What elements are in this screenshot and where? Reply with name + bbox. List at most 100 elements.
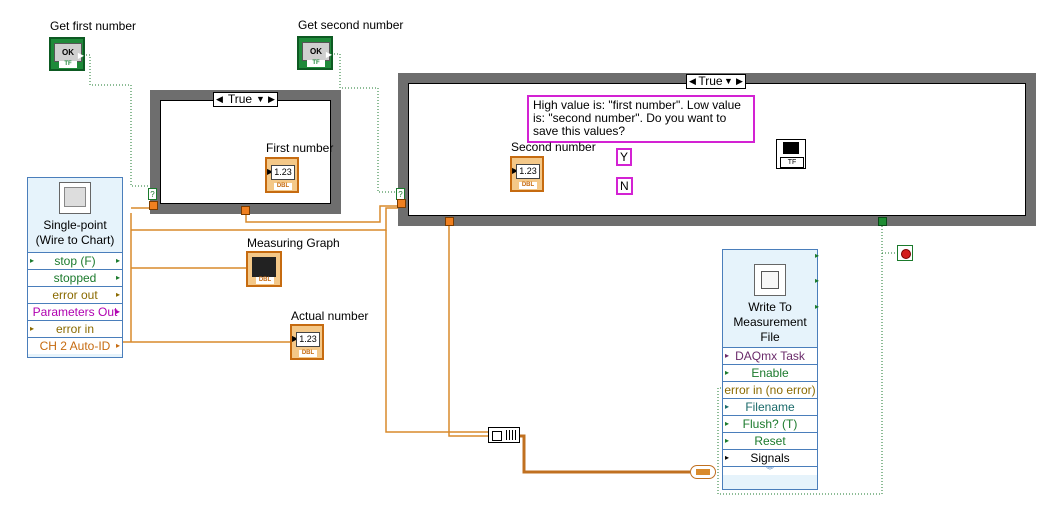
write-measurement-file-vi[interactable]: Write To Measurement File DAQmx Task▸ En…: [722, 249, 818, 490]
dropdown-icon[interactable]: ▼: [724, 76, 733, 86]
get-first-number-label: Get first number: [50, 19, 137, 33]
wire-to-stop: [881, 226, 897, 254]
daq-assistant-icon: [59, 182, 91, 214]
terminal-signals[interactable]: Signals▸: [723, 449, 817, 466]
stop-icon: [901, 249, 911, 259]
prev-case-icon[interactable]: ◀: [216, 94, 223, 104]
convert-to-dynamic-node[interactable]: [690, 465, 716, 479]
next-case-icon[interactable]: ▶: [736, 76, 743, 86]
terminal-parameters-out[interactable]: Parameters Out▸: [28, 303, 122, 320]
graph-icon: [252, 257, 276, 277]
yes-button-text-constant[interactable]: Y: [616, 148, 633, 166]
input-terminal-icon: ▶: [267, 167, 273, 176]
daq-card-glyph: [64, 187, 86, 207]
build-array-node[interactable]: [488, 427, 520, 443]
terminal-reset[interactable]: Reset▸: [723, 432, 817, 449]
output-arrow-icon: ▸: [815, 276, 820, 285]
input-arrow-icon: ▸: [725, 368, 730, 377]
first-number-indicator[interactable]: ▶ 1.23 DBL: [265, 157, 299, 193]
case-selector-right[interactable]: ◀ True ▼ ▶: [686, 74, 746, 89]
input-tunnel[interactable]: [445, 217, 454, 226]
output-tunnel[interactable]: [878, 217, 887, 226]
write-file-icon: [754, 264, 786, 296]
measuring-graph-indicator[interactable]: DBL: [246, 251, 282, 287]
type-tag: DBL: [256, 277, 274, 284]
terminal-label: CH 2 Auto-ID: [39, 339, 111, 353]
dialog-icon: [783, 142, 799, 154]
case-structure-right[interactable]: [398, 73, 1036, 226]
get-first-number-control[interactable]: OK TF ▶: [49, 37, 85, 71]
terminal-label: Enable: [751, 366, 789, 380]
wire-get-second: [334, 53, 398, 193]
terminal-label: Parameters Out: [32, 305, 118, 319]
numeric-glyph: 1.23: [516, 164, 540, 179]
dynamic-data-icon: [696, 469, 710, 475]
build-array-icon: [506, 430, 516, 440]
dialog-message-constant[interactable]: High value is: "first number". Low value…: [527, 95, 755, 143]
terminal-label: Flush? (T): [742, 417, 798, 431]
case-selector-left[interactable]: ◀ True ▼ ▶: [213, 92, 278, 107]
terminal-ch2-auto-id[interactable]: CH 2 Auto-ID ▸: [28, 337, 122, 354]
case-selector-terminal-left[interactable]: ?: [148, 188, 157, 200]
input-arrow-icon: ▸: [725, 436, 730, 445]
terminal-label: Filename: [745, 400, 795, 414]
output-arrow-icon: ▸: [815, 302, 820, 311]
input-arrow-icon: ▸: [30, 324, 35, 333]
terminal-label: stopped: [53, 271, 97, 285]
input-terminal-icon: ▶: [512, 166, 518, 175]
input-tunnel[interactable]: [149, 201, 158, 210]
terminal-label: stop (F): [54, 254, 96, 268]
wire-build-signals: [520, 434, 690, 474]
next-case-icon[interactable]: ▶: [268, 94, 275, 104]
case-structure-left[interactable]: [150, 90, 341, 214]
prev-case-icon[interactable]: ◀: [689, 76, 696, 86]
wire-across2: [245, 205, 398, 223]
input-arrow-icon: ▸: [30, 256, 35, 265]
output-terminal-icon: ▶: [325, 50, 332, 59]
terminal-enable[interactable]: Enable ▸: [723, 364, 817, 381]
output-arrow-icon: ▸: [815, 251, 820, 260]
type-tag: TF: [59, 61, 77, 68]
terminal-daqmx-task[interactable]: DAQmx Task▸: [723, 347, 817, 364]
input-arrow-icon: ▸: [725, 351, 730, 360]
type-tag: TF: [307, 60, 325, 67]
input-arrow-icon: ▸: [725, 402, 730, 411]
terminal-stop[interactable]: stop (F) ▸ ▸: [28, 252, 122, 269]
two-button-dialog-node[interactable]: TF: [776, 139, 806, 169]
output-arrow-icon: ▸: [115, 341, 120, 350]
daq-assistant-vi[interactable]: Single-point (Wire to Chart) stop (F)▸▸ …: [27, 177, 123, 358]
output-arrow-icon: ▸: [115, 273, 120, 282]
terminal-filename[interactable]: Filename ▸: [723, 398, 817, 415]
build-array-icon: [492, 431, 502, 441]
no-button-text-constant[interactable]: N: [616, 177, 633, 195]
expand-terminals-handle[interactable]: ︾: [723, 466, 817, 475]
wire-to-enable: [717, 253, 883, 495]
output-terminal-icon: ▶: [77, 51, 84, 60]
case-selector-value: True: [698, 74, 723, 88]
wire-to-case1: [131, 203, 151, 209]
terminal-error-in[interactable]: error in ▸: [28, 320, 122, 337]
second-number-indicator[interactable]: ▶ 1.23 DBL: [510, 156, 544, 192]
numeric-glyph: 1.23: [271, 165, 295, 180]
second-number-label: Second number: [511, 140, 596, 154]
input-tunnel[interactable]: [241, 206, 250, 215]
dropdown-icon[interactable]: ▼: [256, 94, 265, 104]
output-arrow-icon: ▸: [115, 256, 120, 265]
input-tunnel[interactable]: [397, 199, 406, 208]
terminal-error-out[interactable]: error out▸: [28, 286, 122, 303]
terminal-label: error in (no error): [724, 383, 816, 397]
input-arrow-icon: ▸: [725, 419, 730, 428]
terminal-error-in[interactable]: error in (no error): [723, 381, 817, 398]
get-second-number-control[interactable]: OK TF ▶: [297, 36, 333, 70]
terminal-label: Signals: [750, 451, 790, 465]
output-arrow-icon: ▸: [115, 307, 120, 316]
terminal-stopped[interactable]: stopped ▸: [28, 269, 122, 286]
pencil-icon: [761, 271, 779, 289]
output-arrow-icon: ▸: [115, 290, 120, 299]
stop-loop-terminal[interactable]: [897, 245, 913, 261]
terminal-label: error in: [55, 322, 94, 336]
terminal-flush[interactable]: Flush? (T) ▸: [723, 415, 817, 432]
type-tag: DBL: [519, 182, 537, 189]
actual-number-indicator[interactable]: ▶ 1.23 DBL: [290, 324, 324, 360]
wire-down-build2: [448, 226, 488, 437]
